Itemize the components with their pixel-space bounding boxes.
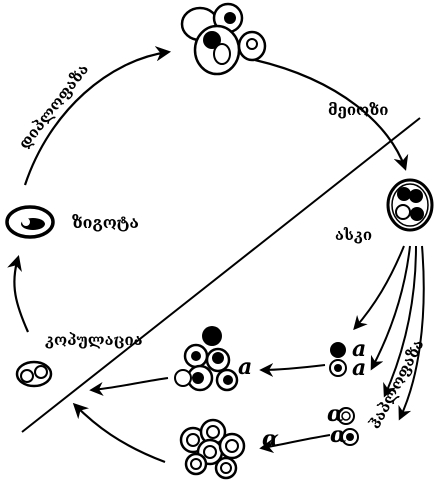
arrow-ascus-fan-1 [355,246,404,328]
haploid-alpha-cluster [181,420,244,478]
copulating-cells [17,362,51,386]
label-ascus: ასკი [335,226,372,244]
label-diplophase: დიპლოფაზა [15,60,92,152]
label-zygote: ზიგოტა [72,213,139,232]
mating-type-alpha-1: α [262,426,279,452]
arrow-a-cluster-to-copulation [92,378,168,390]
arrow-a-budding [262,365,325,370]
mating-type-a-3: a [352,355,366,381]
arrow-ascus-fan-4 [400,246,424,418]
arrow-copulation-to-zygote [14,258,28,332]
zygote-cell [7,207,53,237]
mating-type-alpha-3: α [330,422,347,448]
label-copulation: კოპულაცია [45,331,143,349]
haploid-a-spores [330,342,346,376]
label-haplophase: ჰაპლოფაზა [366,336,428,431]
arrow-haploid-to-copulation [75,405,165,462]
label-meiosis: მეიოზი [328,101,388,119]
ascus-cell [388,180,432,230]
diploid-cells-cluster [182,4,265,74]
haploid-a-cluster [175,326,237,390]
mating-type-a-1: a [238,354,252,380]
